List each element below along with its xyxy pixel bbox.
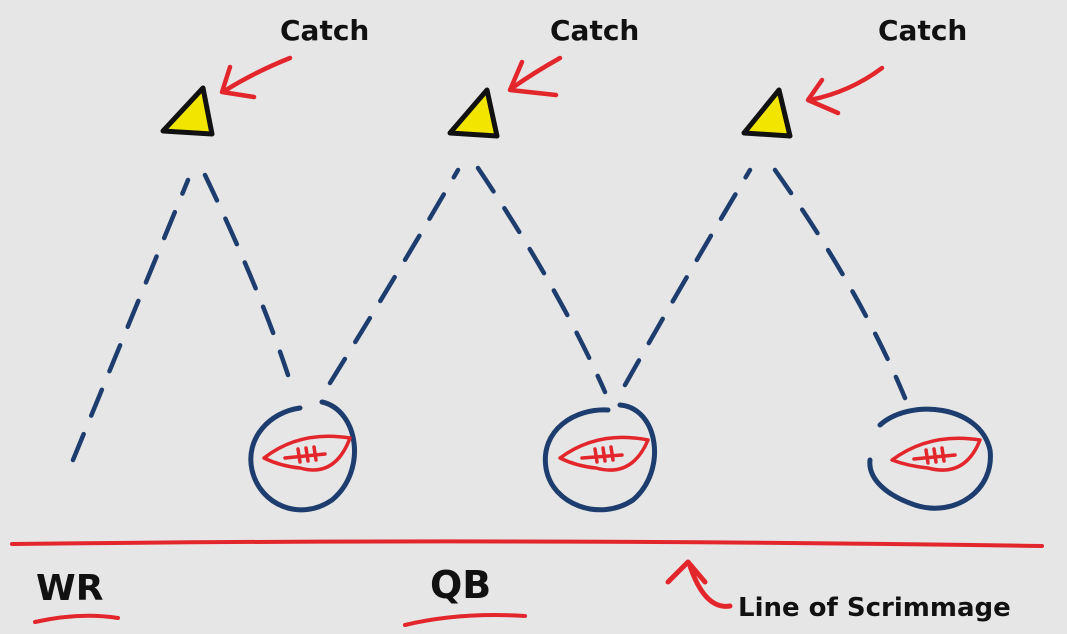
cone-1 — [160, 85, 215, 137]
football-circle — [542, 402, 657, 513]
arrow-icon — [665, 559, 733, 609]
route-segment — [475, 165, 608, 395]
route-segment — [202, 172, 291, 378]
catch-arrows — [219, 55, 885, 116]
route-segment — [70, 177, 191, 463]
football-1 — [248, 399, 357, 513]
qb-underline — [403, 613, 527, 627]
cone-icon — [741, 87, 793, 139]
catch-label-2: Catch — [550, 14, 639, 47]
cone-2 — [447, 87, 500, 139]
football-circle — [248, 399, 357, 513]
arrow-icon — [805, 65, 885, 116]
football-circle — [867, 406, 993, 511]
cone-icon — [447, 87, 500, 139]
line-of-scrimmage-label: Line of Scrimmage — [738, 593, 1011, 623]
route-segment — [772, 167, 908, 401]
route-segment — [622, 167, 753, 388]
wr-underline — [33, 613, 120, 624]
qb-label: QB — [430, 563, 491, 607]
football-2 — [542, 402, 657, 513]
football-icon — [262, 434, 352, 472]
cone-icon — [160, 85, 215, 137]
wr-label: WR — [36, 568, 103, 609]
arrow-icon — [219, 55, 293, 100]
catch-label-1: Catch — [280, 14, 369, 47]
arrow-icon — [507, 55, 563, 98]
football-icon — [890, 436, 982, 472]
line-of-scrimmage — [10, 539, 1044, 548]
route-lines — [70, 165, 908, 463]
football-icon — [558, 435, 650, 472]
football-3 — [867, 406, 993, 511]
cone-3 — [741, 87, 793, 139]
route-segment — [327, 167, 461, 386]
catch-label-3: Catch — [878, 14, 967, 47]
